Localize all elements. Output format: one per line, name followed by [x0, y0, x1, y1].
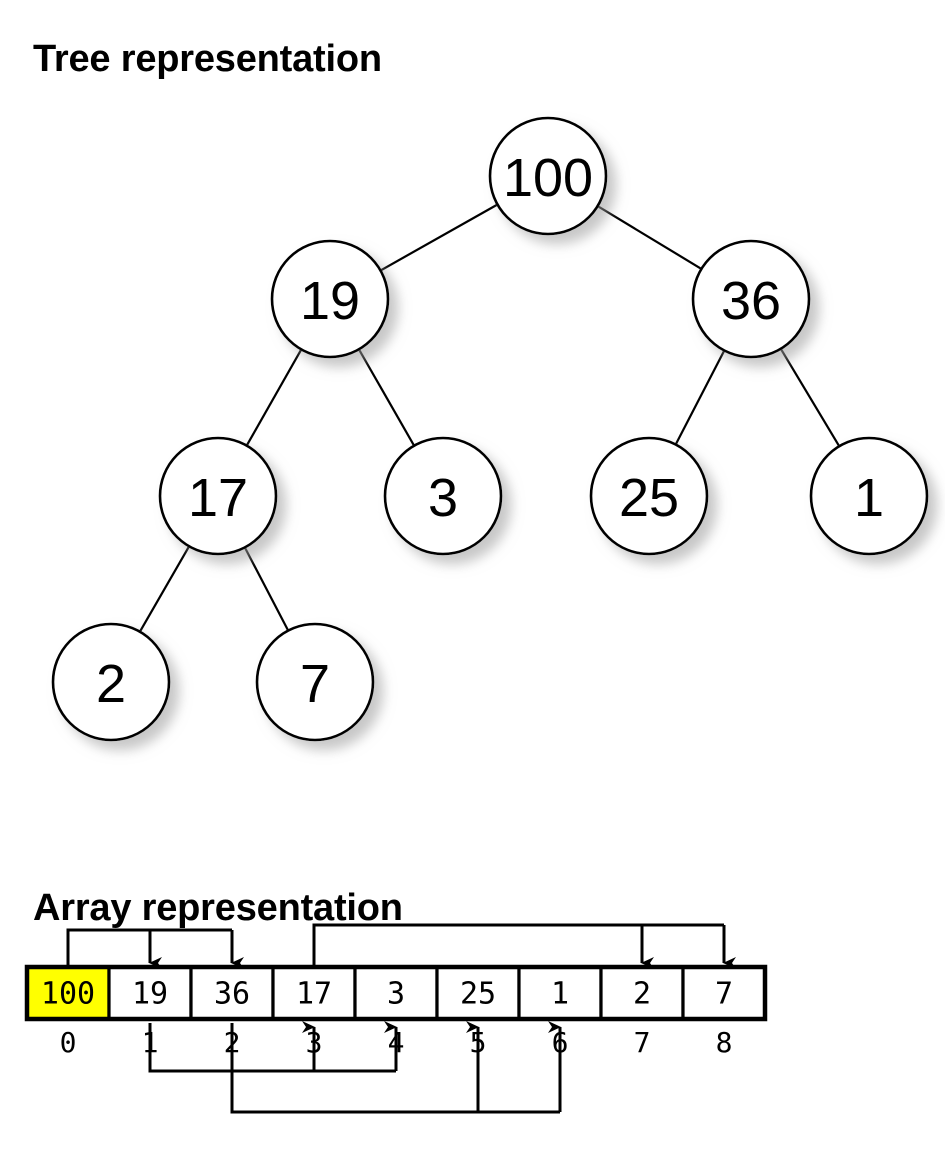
tree-edge: [245, 348, 303, 447]
array-cell-value: 7: [715, 977, 733, 1012]
tree-node-circle: [691, 239, 811, 359]
parent-child-links-above: [66, 923, 736, 969]
tree-node[interactable]: 36: [691, 239, 811, 359]
tree-edge: [379, 203, 499, 272]
tree-edge: [243, 546, 290, 632]
tree-svg-canvas: 100 19 36 17 3 25 1 2 7: [51, 116, 929, 742]
tree-section-heading: Tree representation: [33, 38, 382, 81]
tree-node-group: 100 19 36 17 3 25 1 2 7: [51, 116, 929, 742]
tree-node[interactable]: 19: [270, 239, 390, 359]
tree-edge: [779, 348, 841, 447]
tree-node-label: 3: [428, 468, 458, 528]
tree-edge: [597, 205, 702, 270]
tree-node-circle: [158, 436, 278, 556]
tree-node[interactable]: 25: [589, 436, 709, 556]
tree-node-label: 36: [721, 271, 781, 331]
tree-node-label: 19: [300, 271, 360, 331]
tree-node-circle: [809, 436, 929, 556]
array-cell-value: 100: [41, 977, 95, 1012]
tree-node-circle: [51, 622, 171, 742]
tree-node-label: 1: [854, 468, 884, 528]
tree-node-label: 17: [188, 468, 248, 528]
tree-node-label: 7: [300, 654, 330, 714]
array-cell[interactable]: [681, 965, 767, 1021]
array-section-heading: Array representation: [33, 887, 403, 930]
array-cell-value: 3: [387, 977, 405, 1012]
tree-node-circle: [270, 239, 390, 359]
tree-node-label: 100: [503, 148, 593, 208]
tree-node-circle: [255, 622, 375, 742]
array-cell-group: 100 19 36 17 3 25 1 2 7: [24, 964, 768, 1022]
array-cell-value: 36: [214, 977, 250, 1012]
tree-edge-group: [138, 203, 841, 633]
parent-child-links-below: [148, 1021, 562, 1114]
tree-node[interactable]: 1: [809, 436, 929, 556]
tree-edge: [674, 349, 726, 446]
array-index-label: 0: [60, 1026, 77, 1059]
array-cell-value: 2: [633, 977, 651, 1012]
tree-node-label: 25: [619, 468, 679, 528]
tree-node[interactable]: 3: [383, 436, 503, 556]
parent-link-stem: [148, 1023, 396, 1073]
array-cell-value: 1: [551, 977, 569, 1012]
tree-node-circle: [589, 436, 709, 556]
tree-diagram: 100 19 36 17 3 25 1 2 7: [51, 116, 929, 742]
array-outer-border: [24, 964, 768, 1022]
tree-node[interactable]: 17: [158, 436, 278, 556]
tree-edge: [138, 545, 191, 633]
tree-node[interactable]: 7: [255, 622, 375, 742]
array-cell-value: 19: [132, 977, 168, 1012]
tree-node-label: 2: [96, 654, 126, 714]
tree-node-circle: [383, 436, 503, 556]
array-cell-value: 17: [296, 977, 332, 1012]
tree-node[interactable]: 100: [488, 116, 608, 236]
tree-edge: [357, 348, 416, 447]
array-index-label: 8: [716, 1026, 733, 1059]
tree-node[interactable]: 2: [51, 622, 171, 742]
array-index-label: 7: [634, 1026, 651, 1059]
parent-link-stem: [312, 923, 724, 965]
array-cell-value: 25: [460, 977, 496, 1012]
tree-node-circle: [488, 116, 608, 236]
